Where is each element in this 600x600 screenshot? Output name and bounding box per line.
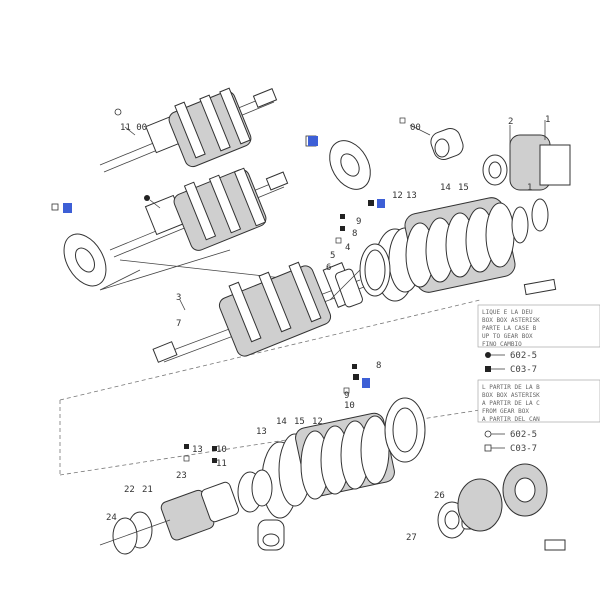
- code-4-text: C03-7: [510, 444, 537, 454]
- spring-4[interactable]: [329, 268, 364, 308]
- washer-1[interactable]: [55, 227, 114, 293]
- label-3: 3: [176, 293, 181, 303]
- note-lower-line-2: BOX BOX ASTERISK: [482, 392, 540, 399]
- label-22: 22: [124, 485, 135, 495]
- code-row-2: C03-7: [485, 365, 537, 375]
- label-12b: 12: [312, 417, 323, 427]
- note-lower-line-1: L PARTIR DE LA B: [482, 384, 540, 391]
- square-markers: [114, 108, 406, 463]
- label-14: 14: [440, 183, 451, 193]
- label-5: 5: [330, 251, 335, 261]
- washer-top[interactable]: [321, 133, 378, 196]
- label-7: 7: [176, 319, 181, 329]
- shaft-assembly-1[interactable]: [99, 87, 278, 173]
- clutch-pack-upper[interactable]: [374, 195, 549, 302]
- label-9b: 9: [344, 391, 349, 401]
- snap-ring-upper[interactable]: [359, 243, 391, 297]
- dashed-frame: [59, 299, 481, 476]
- note-box-upper: LIQUE E LA DEU BOX BOX ASTERISK PARTE LA…: [477, 304, 600, 348]
- sleeve-00[interactable]: [428, 126, 466, 163]
- label-23: 23: [176, 471, 187, 481]
- label-1: 1: [545, 115, 550, 125]
- note-lower-line-3: A PARTIR DE LA C: [482, 400, 540, 407]
- label-6: 6: [326, 263, 331, 273]
- note-upper-line-2: BOX BOX ASTERISK: [482, 317, 540, 324]
- label-11-00: 11 00: [120, 123, 147, 133]
- code-2-text: C03-7: [510, 365, 537, 375]
- label-15b: 15: [294, 417, 305, 427]
- label-27: 27: [406, 533, 417, 543]
- label-12: 12: [392, 191, 403, 201]
- label-00: 00: [410, 123, 421, 133]
- label-15: 15: [458, 183, 469, 193]
- note-upper-line-3: PARTE LA CASE B: [482, 325, 537, 332]
- highlight-marker-ring-upper[interactable]: [368, 199, 385, 208]
- note-upper-line-4: UP TO GEAR BOX: [482, 333, 533, 340]
- bearing-2[interactable]: [482, 154, 508, 186]
- code-1-text: 602-5: [510, 351, 537, 361]
- label-13b: 13: [256, 427, 267, 437]
- label-8b: 8: [376, 361, 381, 371]
- code-row-3: 602-5: [484, 430, 537, 440]
- note-upper-line-5: FINO CAMBIO: [482, 341, 522, 348]
- label-11: 11: [216, 459, 227, 469]
- shaft-assembly-2[interactable]: [109, 167, 289, 258]
- label-4: 4: [345, 243, 350, 253]
- code-row-1: 602-5: [485, 351, 537, 361]
- sleeve-lower[interactable]: [257, 519, 285, 551]
- note-lower-line-5: A PARTIR DEL CAN: [482, 416, 540, 423]
- label-24: 24: [106, 513, 117, 523]
- note-box-lower: L PARTIR DE LA B BOX BOX ASTERISK A PART…: [477, 379, 600, 423]
- label-1b: 1: [527, 183, 532, 193]
- leader-lines: [124, 120, 546, 311]
- label-13c: 13: [192, 445, 203, 455]
- main-shaft-3[interactable]: [152, 261, 365, 363]
- clutch-pack-lower[interactable]: [261, 397, 426, 519]
- code-3-text: 602-5: [510, 430, 537, 440]
- highlight-marker-washer-1[interactable]: [51, 203, 72, 213]
- label-26: 26: [434, 491, 445, 501]
- label-14b: 14: [276, 417, 287, 427]
- highlight-marker-washer-top[interactable]: [305, 135, 318, 147]
- label-10: 10: [344, 401, 355, 411]
- note-lower-line-4: FROM GEAR BOX: [482, 408, 529, 415]
- label-21: 21: [142, 485, 153, 495]
- highlight-marker-ring-lower[interactable]: [353, 374, 370, 388]
- label-9: 9: [356, 217, 361, 227]
- label-13: 13: [406, 191, 417, 201]
- code-row-4: C03-7: [484, 444, 537, 454]
- gear-top-right[interactable]: [509, 134, 571, 191]
- label-10b: 10: [216, 445, 227, 455]
- gear-26[interactable]: [457, 463, 566, 551]
- label-8: 8: [352, 229, 357, 239]
- label-2: 2: [508, 117, 513, 127]
- note-upper-line-1: LIQUE E LA DEU: [482, 309, 533, 316]
- shaft-end-right: [523, 278, 557, 296]
- lower-shaft-gears[interactable]: [99, 469, 273, 555]
